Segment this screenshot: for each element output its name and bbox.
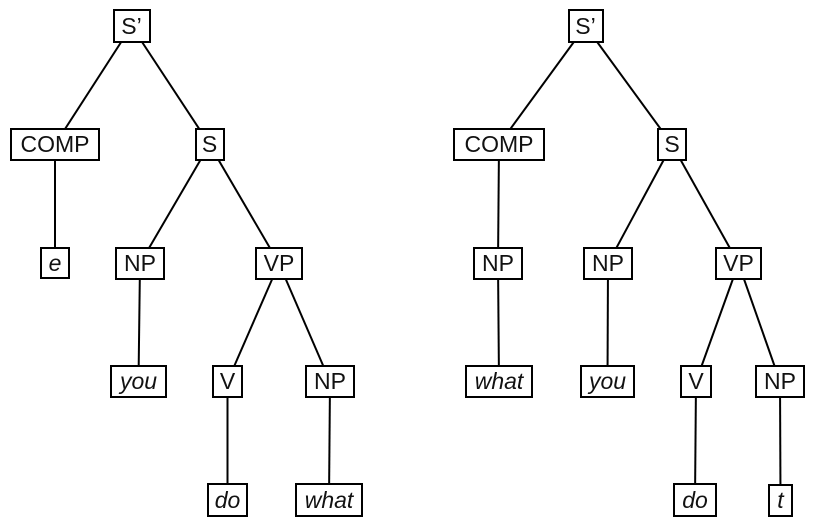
tree-node-r-what: what [465, 365, 533, 398]
tree-edge-l-np2-l-what [328, 381, 331, 501]
tree-node-l-np2: NP [305, 365, 355, 398]
tree-node-r-comp: COMP [453, 128, 545, 161]
tree-edge-r-sprime-r-s [584, 25, 673, 146]
tree-edge-r-comp-r-np1 [497, 144, 500, 264]
tree-node-l-e: e [40, 247, 70, 279]
tree-edge-r-sprime-r-comp [498, 25, 587, 146]
tree-node-r-v: V [680, 365, 712, 398]
tree-edge-r-v-r-do [694, 381, 697, 501]
tree-node-r-np1: NP [473, 247, 523, 280]
tree-edge-r-np2-r-you [606, 263, 609, 382]
tree-node-l-sprime: S’ [112, 9, 151, 43]
tree-edge-l-np1-l-you [137, 263, 141, 382]
tree-edge-r-vp-r-np3 [737, 263, 781, 382]
tree-edge-r-np3-r-t [779, 381, 782, 501]
tree-edge-r-s-r-vp [671, 144, 740, 264]
tree-edge-l-s-l-vp [208, 143, 280, 265]
tree-node-l-s: S [194, 128, 225, 161]
tree-edge-l-sprime-l-comp [54, 25, 133, 146]
tree-node-r-np3: NP [755, 365, 805, 398]
tree-edge-l-sprime-l-s [130, 25, 211, 146]
tree-edge-r-np1-r-what [497, 263, 500, 382]
tree-node-l-v: V [212, 365, 243, 398]
tree-node-l-you: you [110, 365, 167, 398]
tree-edge-l-vp-l-np2 [278, 263, 331, 382]
tree-node-r-do: do [673, 483, 717, 517]
tree-node-r-np2: NP [583, 247, 633, 280]
tree-edge-l-s-l-np1 [139, 143, 211, 265]
tree-node-r-vp: VP [715, 247, 762, 280]
tree-node-r-you: you [580, 365, 635, 398]
tree-node-l-comp: COMP [10, 128, 100, 161]
tree-edge-r-vp-r-v [695, 263, 740, 382]
tree-node-l-what: what [295, 483, 363, 517]
tree-node-r-t: t [768, 483, 793, 517]
tree-node-l-do: do [207, 483, 248, 517]
tree-node-l-np1: NP [115, 247, 165, 280]
tree-node-l-vp: VP [255, 247, 303, 280]
tree-node-r-sprime: S’ [567, 9, 604, 43]
tree-edge-r-s-r-np2 [607, 144, 673, 264]
tree-node-r-s: S [657, 128, 687, 161]
tree-edge-l-vp-l-v [226, 263, 280, 382]
